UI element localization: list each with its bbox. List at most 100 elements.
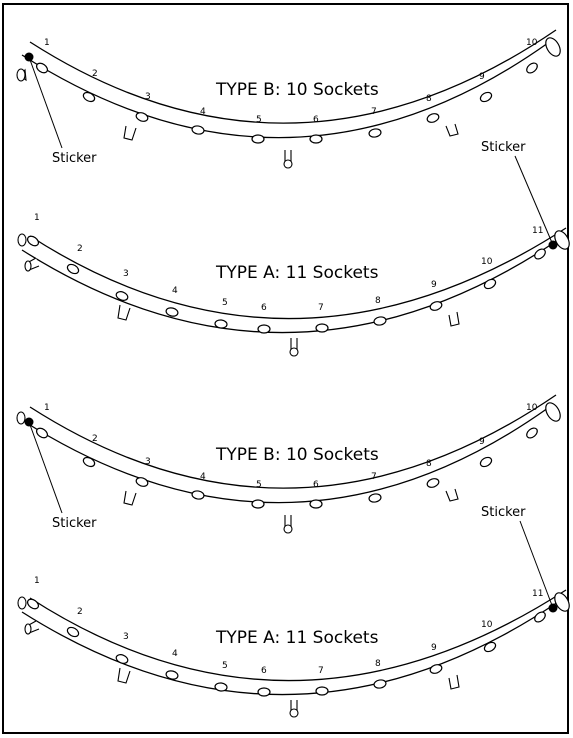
socket-hole bbox=[251, 499, 265, 509]
sticker-label: Sticker bbox=[481, 140, 526, 155]
socket-number-7: 7 bbox=[371, 107, 377, 117]
socket-number: 6 bbox=[261, 666, 267, 676]
socket-hole bbox=[165, 307, 179, 317]
socket-number: 4 bbox=[172, 649, 178, 659]
socket-labels: 1 2 3 4 5 6 7 8 9 10 bbox=[44, 38, 538, 125]
sticker-label: Sticker bbox=[52, 516, 97, 531]
diagram-title: TYPE A: 11 Sockets bbox=[215, 628, 379, 648]
socket-hole bbox=[214, 682, 228, 692]
legs bbox=[17, 233, 460, 357]
socket-number: 3 bbox=[145, 457, 151, 467]
leg-bracket bbox=[289, 347, 299, 357]
socket-number: 8 bbox=[426, 459, 432, 469]
socket-hole bbox=[26, 235, 40, 247]
sockets bbox=[35, 62, 538, 144]
socket-number: 1 bbox=[34, 576, 40, 586]
diagram-title: TYPE B: 10 Sockets bbox=[215, 80, 379, 100]
leg-bracket bbox=[448, 311, 460, 327]
socket-hole bbox=[315, 686, 329, 696]
socket-number: 2 bbox=[77, 244, 83, 254]
legs bbox=[16, 411, 459, 534]
socket-number-10: 10 bbox=[526, 38, 538, 48]
socket-number: 7 bbox=[318, 303, 324, 313]
sticker-leader-line bbox=[28, 421, 63, 514]
socket-number: 7 bbox=[371, 472, 377, 482]
socket-hole bbox=[483, 278, 497, 290]
socket-hole bbox=[534, 248, 546, 260]
socket-hole bbox=[66, 263, 80, 275]
socket-number: 3 bbox=[123, 632, 129, 642]
socket-hole bbox=[526, 62, 538, 74]
curved-tube bbox=[21, 239, 559, 334]
socket-hole bbox=[368, 128, 382, 138]
socket-hole bbox=[483, 641, 497, 653]
curved-tube bbox=[29, 227, 567, 320]
leg-bracket bbox=[117, 667, 131, 684]
legs bbox=[16, 68, 459, 169]
leg-bracket bbox=[445, 488, 459, 502]
socket-number: 7 bbox=[318, 666, 324, 676]
socket-hole bbox=[426, 478, 440, 488]
socket-hole bbox=[135, 477, 149, 487]
diagram-title: TYPE B: 10 Sockets bbox=[215, 445, 379, 465]
socket-number: 5 bbox=[256, 480, 262, 490]
curved-tube bbox=[21, 407, 549, 504]
socket-hole bbox=[426, 113, 440, 123]
socket-hole bbox=[66, 626, 80, 638]
leg-bracket bbox=[445, 123, 459, 137]
socket-number: 3 bbox=[123, 269, 129, 279]
socket-hole bbox=[135, 112, 149, 122]
socket-hole bbox=[191, 490, 205, 500]
socket-hole bbox=[534, 611, 546, 623]
socket-hole bbox=[115, 291, 129, 301]
socket-labels: 1 2 3 4 5 6 7 8 9 10 11 bbox=[34, 213, 543, 313]
socket-number: 8 bbox=[375, 296, 381, 306]
socket-number: 8 bbox=[375, 659, 381, 669]
socket-number: 4 bbox=[200, 472, 206, 482]
socket-hole bbox=[115, 654, 129, 664]
socket-hole bbox=[191, 125, 205, 135]
panel-type-a-top: Sticker TYPE A: 11 Sockets 1 2 3 4 5 6 7… bbox=[17, 140, 570, 357]
sticker-label: Sticker bbox=[481, 505, 526, 520]
socket-number-5: 5 bbox=[256, 115, 262, 125]
socket-hole bbox=[214, 319, 228, 329]
socket-number: 2 bbox=[77, 607, 83, 617]
leg-bracket bbox=[448, 674, 460, 690]
socket-number: 2 bbox=[92, 434, 98, 444]
socket-number: 6 bbox=[313, 480, 319, 490]
leg-bracket bbox=[283, 524, 293, 534]
leg-bracket bbox=[24, 260, 32, 272]
curved-tube-inner bbox=[29, 29, 557, 124]
socket-number-6: 6 bbox=[313, 115, 319, 125]
socket-number: 1 bbox=[44, 403, 50, 413]
panel-type-b-top: Sticker TYPE B: 10 Sockets 1 2 3 4 5 6 7… bbox=[16, 29, 561, 169]
curved-tube bbox=[21, 601, 559, 696]
socket-hole bbox=[82, 91, 96, 103]
socket-hole bbox=[526, 427, 538, 439]
socket-hole bbox=[35, 427, 49, 439]
socket-hole bbox=[545, 402, 561, 422]
socket-number-9: 9 bbox=[479, 72, 485, 82]
socket-number: 5 bbox=[222, 661, 228, 671]
sockets bbox=[26, 235, 546, 334]
socket-number: 5 bbox=[222, 298, 228, 308]
socket-number: 11 bbox=[532, 589, 543, 599]
socket-number: 6 bbox=[261, 303, 267, 313]
curved-tube bbox=[29, 589, 567, 682]
sticker-leader-line bbox=[514, 155, 554, 246]
socket-labels: 1 2 3 4 5 6 7 8 9 10 11 bbox=[34, 576, 543, 676]
socket-hole bbox=[368, 493, 382, 503]
sticker-leader-line bbox=[519, 520, 554, 609]
socket-hole bbox=[309, 499, 323, 509]
socket-hole bbox=[257, 687, 271, 697]
socket-labels: 1 2 3 4 5 6 7 8 9 10 bbox=[44, 403, 538, 490]
leg-bracket bbox=[24, 623, 32, 635]
diagram-title: TYPE A: 11 Sockets bbox=[215, 263, 379, 283]
leg-bracket bbox=[123, 125, 137, 141]
socket-number-3: 3 bbox=[145, 92, 151, 102]
leg-bracket bbox=[289, 708, 299, 718]
socket-hole bbox=[479, 456, 493, 468]
socket-hole bbox=[257, 324, 271, 334]
socket-number: 10 bbox=[526, 403, 538, 413]
